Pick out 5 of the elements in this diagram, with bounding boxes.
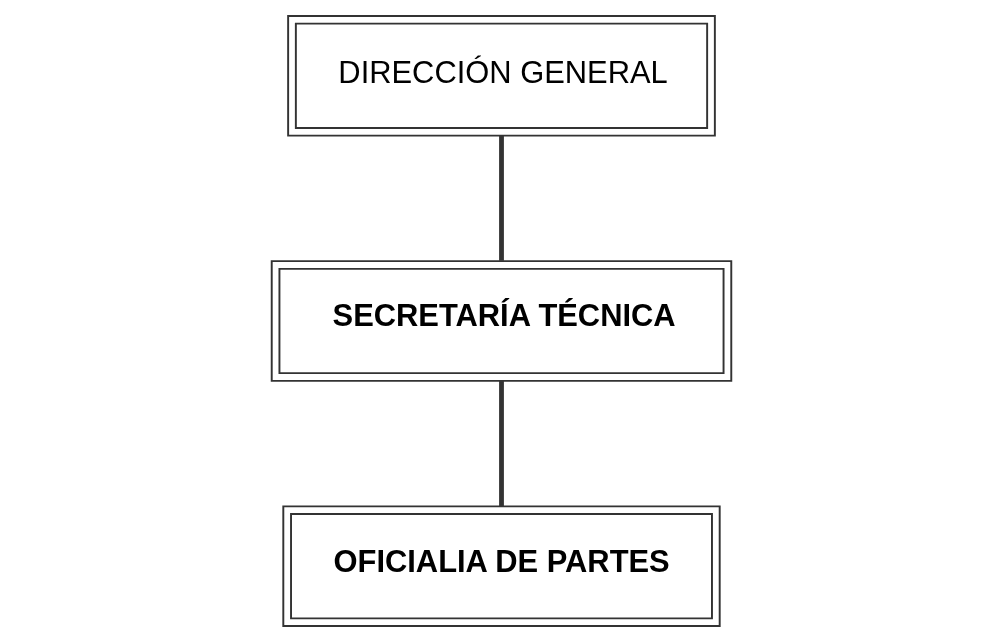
node-box: DIRECCIÓN GENERAL [287,14,716,137]
node-box: SECRETARÍA TÉCNICA [270,260,733,382]
connector [499,135,504,261]
node-box: OFICIALIA DE PARTES [282,505,721,628]
connector [499,381,504,506]
